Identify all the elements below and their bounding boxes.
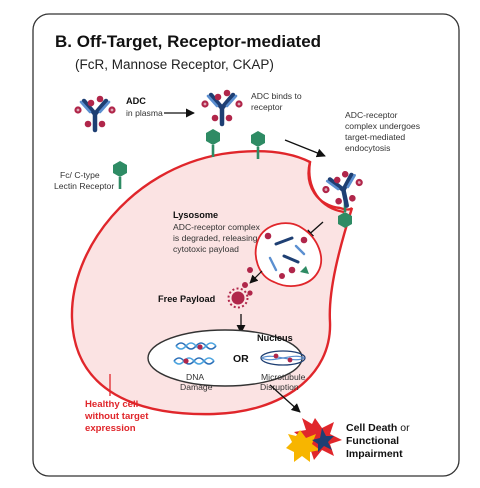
- complex-label-3: target-mediated: [345, 132, 405, 142]
- arrow-release: [249, 270, 263, 284]
- healthy-cell-label-2: without target: [84, 411, 149, 422]
- dna-icon: [173, 342, 217, 365]
- binds-label-1: ADC binds to: [251, 91, 302, 101]
- panel-subtitle: (FcR, Mannose Receptor, CKAP): [75, 57, 274, 72]
- payload-dot: [247, 267, 253, 273]
- lysosome: [254, 222, 323, 287]
- dna-label-2: Damage: [180, 382, 213, 392]
- lysosome-label: Lysosome: [173, 210, 218, 220]
- complex-label-2: complex undergoes: [345, 121, 420, 131]
- cell-death-burst-icon: [286, 418, 342, 462]
- free-payload-label: Free Payload: [158, 294, 215, 304]
- lysosome-desc-2: is degraded, releasing: [173, 233, 258, 243]
- complex-label-1: ADC-receptor: [345, 110, 398, 120]
- complex-label-4: endocytosis: [345, 143, 390, 153]
- healthy-cell-label-3: expression: [85, 423, 136, 434]
- microtubule-icon: [260, 350, 306, 366]
- payload-dot: [247, 290, 253, 296]
- microtubule-label-1: Microtubule: [261, 372, 306, 382]
- adc-sublabel: in plasma: [126, 108, 163, 118]
- cell-death-label-or: or: [397, 422, 410, 434]
- or-label: OR: [233, 353, 249, 365]
- adc-label: ADC: [126, 96, 146, 106]
- panel-title: B. Off-Target, Receptor-mediated: [55, 32, 321, 51]
- endocytic-pocket: [308, 161, 345, 214]
- payload-dot: [242, 282, 248, 288]
- microtubule-label-2: Disruption: [260, 382, 299, 392]
- cell-death-label-strong: Cell Death: [346, 422, 397, 434]
- cell-death-label-1: Cell Death or: [346, 422, 410, 434]
- fc-label-1: Fc/ C-type: [60, 170, 100, 180]
- dna-label-1: DNA: [186, 372, 204, 382]
- fc-label-2: Lectin Receptor: [54, 181, 114, 191]
- healthy-cell-label-1: Healthy cell: [85, 399, 138, 410]
- arrow-cell-death: [269, 384, 301, 413]
- nucleus-label: Nucleus: [257, 333, 293, 343]
- cell-death-label-2: Functional: [346, 435, 399, 447]
- free-payload-icon: [227, 287, 249, 309]
- lysosome-desc-3: cytotoxic payload: [173, 244, 239, 254]
- nucleus: [147, 329, 303, 387]
- arrow-endocytosis: [284, 139, 326, 158]
- binds-label-2: receptor: [251, 102, 283, 112]
- lysosome-desc-1: ADC-receptor complex: [173, 222, 261, 232]
- cell-death-label-3: Impairment: [346, 448, 403, 460]
